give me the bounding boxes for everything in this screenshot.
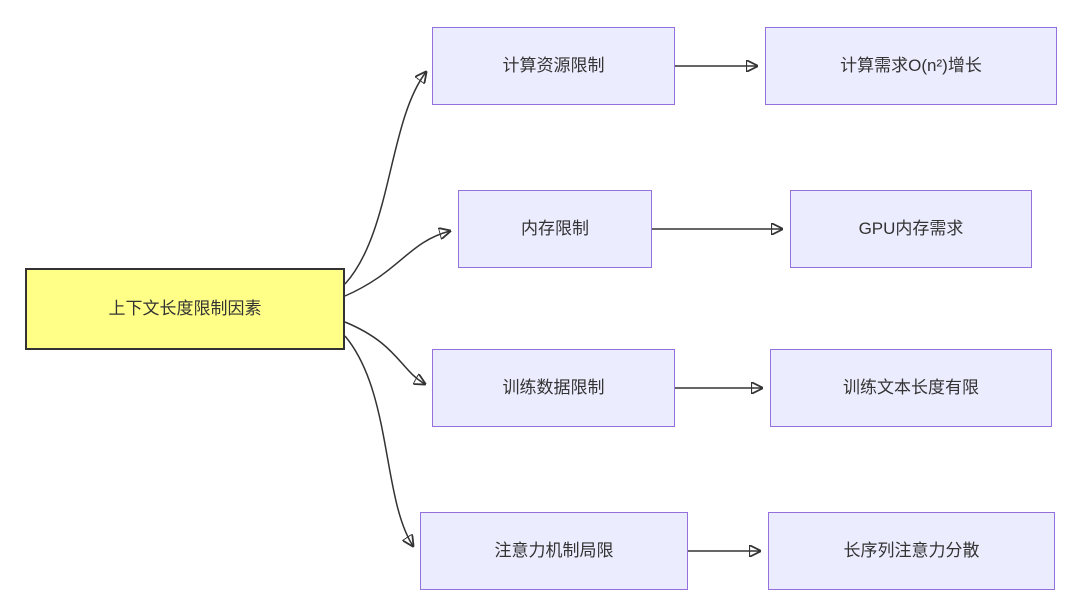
- root-node-label: 上下文长度限制因素: [108, 298, 262, 318]
- branch-1-cause-node: 内存限制: [458, 190, 652, 268]
- branch-3-effect-label: 长序列注意力分散: [843, 540, 980, 560]
- branch-1-effect-node: GPU内存需求: [790, 190, 1032, 268]
- branch-2-effect-label: 训练文本长度有限: [843, 377, 979, 397]
- branch-3-effect-node: 长序列注意力分散: [768, 512, 1055, 590]
- edge-root-to-branch-0: [344, 72, 426, 285]
- branch-2-cause-label: 训练数据限制: [502, 377, 605, 397]
- branch-3-cause-label: 注意力机制局限: [494, 540, 614, 560]
- branch-2-effect-node: 训练文本长度有限: [770, 349, 1052, 427]
- branch-0-effect-node: 计算需求O(n²)增长: [765, 27, 1057, 105]
- branch-1-effect-label: GPU内存需求: [858, 218, 964, 238]
- edge-root-to-branch-2: [344, 321, 425, 384]
- edge-root-to-branch-1: [344, 231, 450, 297]
- branch-1-cause-label: 内存限制: [521, 218, 589, 238]
- branch-3-cause-node: 注意力机制局限: [420, 512, 688, 590]
- branch-0-effect-label: 计算需求O(n²)增长: [840, 55, 982, 75]
- branch-0-cause-node: 计算资源限制: [432, 27, 675, 105]
- root-node: 上下文长度限制因素: [25, 268, 345, 350]
- edge-root-to-branch-3: [344, 335, 413, 546]
- branch-2-cause-node: 训练数据限制: [432, 349, 675, 427]
- branch-0-cause-label: 计算资源限制: [502, 55, 605, 75]
